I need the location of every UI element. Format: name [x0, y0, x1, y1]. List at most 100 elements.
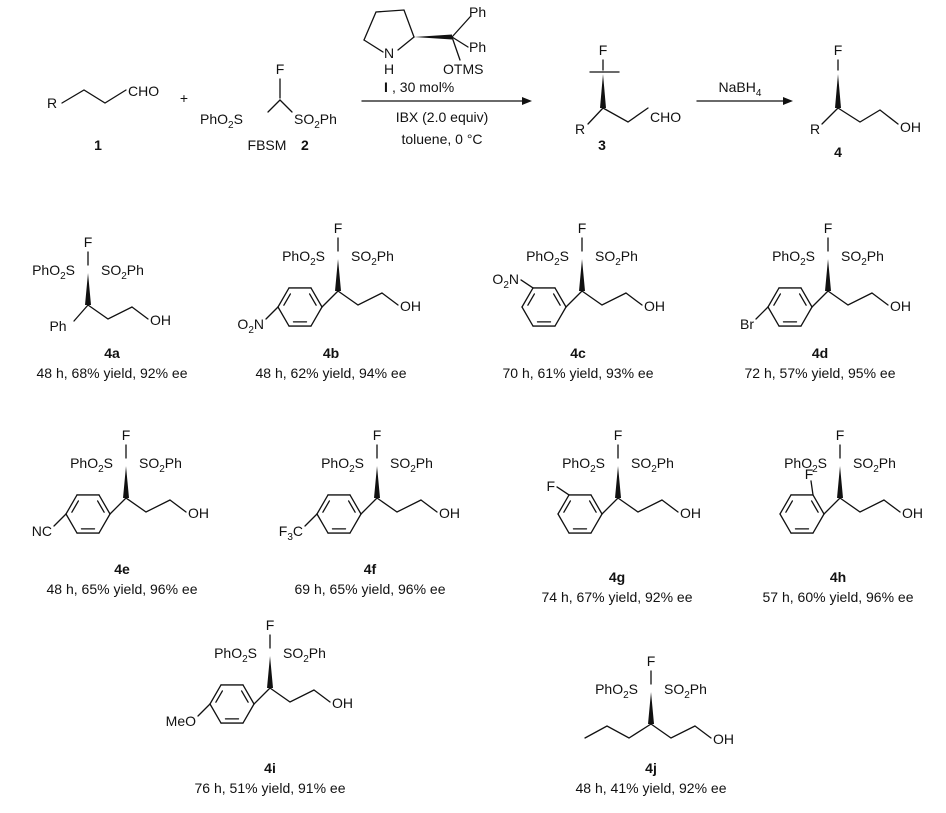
- catalyst-Ph1: Ph: [469, 4, 486, 20]
- bond-C-OH: [661, 499, 679, 513]
- hydroxyl-label: OH: [713, 731, 734, 747]
- bond-aryl-substituent: [810, 480, 814, 496]
- compound-label: 4c: [570, 345, 586, 361]
- reactant1-CHO: CHO: [128, 83, 159, 99]
- ethyl-chain: [269, 687, 315, 703]
- compound-caption: 57 h, 60% yield, 96% ee: [763, 589, 914, 605]
- ethyl-chain: [125, 497, 171, 513]
- fluorine-label: F: [578, 220, 587, 236]
- compound-caption: 48 h, 65% yield, 96% ee: [47, 581, 198, 597]
- bond-C-OH: [694, 725, 712, 739]
- fluorine-label: F: [836, 427, 845, 443]
- ring-double-bond: [798, 293, 807, 306]
- hydroxyl-label: OH: [890, 298, 911, 314]
- bond-C-aryl: [823, 497, 841, 515]
- stereo-wedge: [825, 259, 831, 291]
- product-wedge: [835, 74, 841, 108]
- catalyst-loading: , 30 mol%: [392, 79, 454, 95]
- catalyst-N: N: [384, 45, 394, 61]
- ring-bond: [310, 287, 323, 308]
- fluorine-label: F: [84, 234, 93, 250]
- hydroxyl-label: OH: [188, 505, 209, 521]
- arrow-head-1: [522, 97, 532, 105]
- bond-aryl-substituent: [556, 486, 570, 496]
- right-sulfonyl-group: SO2Ph: [101, 262, 144, 282]
- reactant2-name: FBSM: [248, 137, 287, 153]
- compound-label: 4b: [323, 345, 339, 361]
- bond-C-Ph: [73, 304, 89, 322]
- ring-bond: [812, 494, 825, 515]
- intermediate-R: R: [575, 121, 585, 137]
- ring-double-bond: [308, 293, 317, 306]
- ring-double-bond: [322, 500, 331, 513]
- hydroxyl-label: OH: [400, 298, 421, 314]
- ring-bond: [65, 513, 78, 534]
- catalyst-label: I: [384, 79, 388, 95]
- conditions-oxidant: IBX (2.0 equiv): [396, 109, 489, 125]
- ring-bond: [779, 513, 792, 534]
- compound-caption: 70 h, 61% yield, 93% ee: [503, 365, 654, 381]
- fluorine-label: F: [122, 427, 131, 443]
- reactant1-label: 1: [94, 137, 102, 153]
- ring-bond: [349, 494, 362, 515]
- ring-bond: [767, 306, 780, 327]
- ring-bond: [65, 494, 78, 515]
- product-label: 4: [834, 144, 842, 160]
- left-sulfonyl-group: PhO2S: [32, 262, 75, 282]
- ring-bond: [242, 703, 255, 724]
- bond-aryl-substituent: [755, 306, 769, 320]
- ring-bond: [310, 306, 323, 327]
- intermediate-label: 3: [598, 137, 606, 153]
- ethyl-chain: [650, 723, 696, 739]
- bond-R: [821, 107, 839, 125]
- aryl-ring: [316, 494, 362, 534]
- left-sulfonyl-group: PhO2S: [282, 248, 325, 268]
- compound-caption: 48 h, 68% yield, 92% ee: [37, 365, 188, 381]
- ring-double-bond: [552, 293, 561, 306]
- aryl-ring: [65, 494, 111, 534]
- reactant2-label: 2: [301, 137, 309, 153]
- right-sulfonyl-group: SO2Ph: [595, 248, 638, 268]
- ethyl-chain: [839, 497, 885, 513]
- fluorine-label: F: [614, 427, 623, 443]
- hydroxyl-label: OH: [902, 505, 923, 521]
- ring-bond: [316, 494, 329, 515]
- left-sulfonyl-group: PhO2S: [70, 455, 113, 475]
- fluorine-label: F: [334, 220, 343, 236]
- fluorine-label: F: [266, 617, 275, 633]
- bond-right-S: [279, 99, 293, 113]
- compound-caption: 48 h, 62% yield, 94% ee: [256, 365, 407, 381]
- aryl-substituent: NC: [32, 523, 52, 539]
- left-sulfonyl-group: PhO2S: [214, 645, 257, 665]
- bond-C-aryl: [601, 497, 619, 515]
- compound-label: 4d: [812, 345, 828, 361]
- product-F: F: [834, 42, 843, 58]
- ethyl-chain: [376, 497, 422, 513]
- compound-caption: 72 h, 57% yield, 95% ee: [745, 365, 896, 381]
- stereo-wedge: [648, 692, 654, 724]
- bond-C-aryl: [360, 497, 378, 515]
- ring-bond: [557, 513, 570, 534]
- ring-double-bond: [71, 500, 80, 513]
- left-sulfonyl-group: PhO2S: [595, 681, 638, 701]
- ring-double-bond: [96, 500, 105, 513]
- ring-bond: [242, 684, 255, 705]
- ring-bond: [590, 513, 603, 534]
- aryl-substituent: Br: [740, 316, 754, 332]
- conditions-solvent: toluene, 0 °C: [401, 131, 482, 147]
- bond-C-OH: [420, 499, 438, 513]
- fluorine-label: F: [373, 427, 382, 443]
- ring-double-bond: [215, 690, 224, 703]
- right-sulfonyl-group: SO2Ph: [351, 248, 394, 268]
- right-sulfonyl-group: SO2Ph: [664, 681, 707, 701]
- hydroxyl-label: OH: [150, 312, 171, 328]
- ring-bond: [521, 306, 534, 327]
- phenyl-group: Ph: [49, 318, 66, 334]
- compound-caption: 48 h, 41% yield, 92% ee: [576, 780, 727, 796]
- right-sulfonyl-group: SO2Ph: [853, 455, 896, 475]
- fluorine-label: F: [647, 653, 656, 669]
- ring-bond: [277, 306, 290, 327]
- stereo-wedge: [335, 259, 341, 291]
- aryl-substituent: O2N: [237, 316, 264, 336]
